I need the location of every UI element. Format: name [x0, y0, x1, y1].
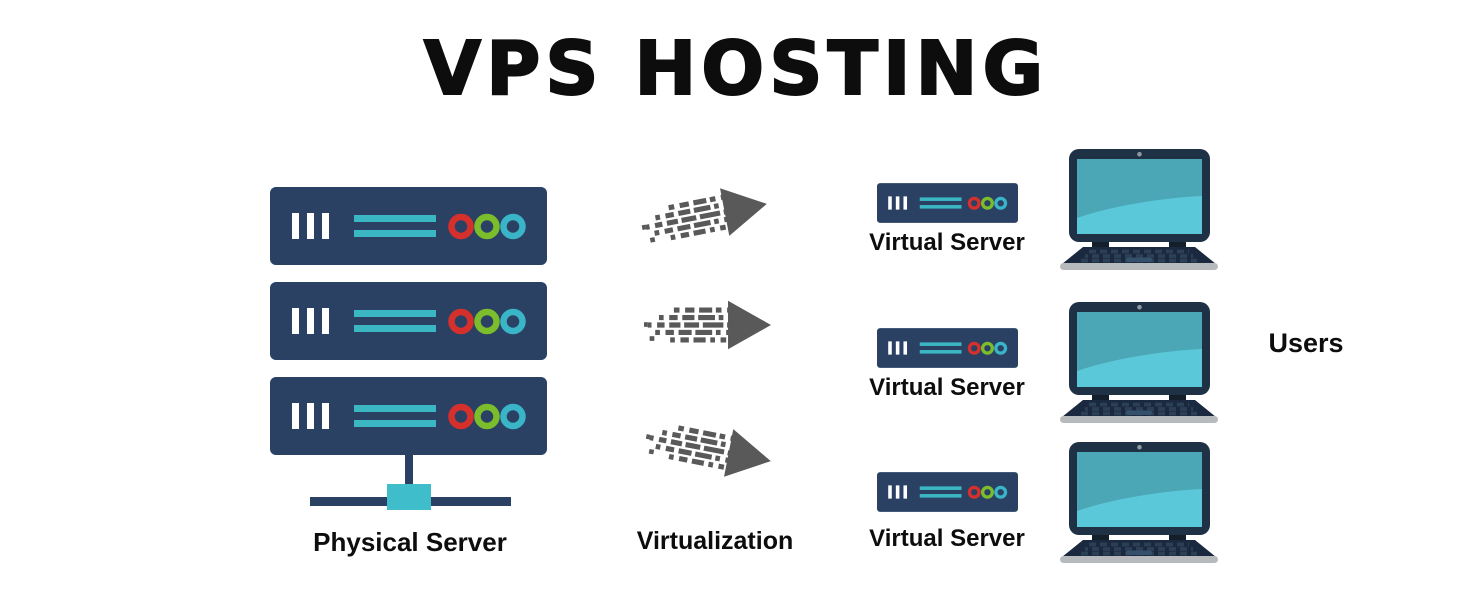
page-title: VPS HOSTING — [423, 25, 1049, 113]
network-stem — [405, 451, 413, 491]
network-connector-icon — [387, 484, 431, 510]
laptop-icon — [1058, 149, 1220, 270]
virtual-server-icon — [877, 472, 1018, 512]
virtual-server-label: Virtual Server — [869, 525, 1025, 552]
virtualization-arrow-icon — [640, 297, 775, 353]
virtual-server-label: Virtual Server — [869, 229, 1025, 256]
virtual-server-label: Virtual Server — [869, 374, 1025, 401]
virtualization-arrow-icon — [633, 176, 776, 257]
virtual-server-icon — [877, 328, 1018, 368]
virtualization-label: Virtualization — [636, 527, 794, 555]
server-unit-icon — [270, 377, 547, 455]
users-label: Users — [1268, 328, 1344, 358]
laptop-icon — [1058, 302, 1220, 423]
physical-server-stack — [270, 187, 547, 455]
server-unit-icon — [270, 282, 547, 360]
laptop-icon — [1058, 442, 1220, 563]
virtualization-arrow-icon — [637, 409, 780, 490]
virtual-server-icon — [877, 183, 1018, 223]
physical-server-label: Physical Server — [313, 527, 507, 557]
server-unit-icon — [270, 187, 547, 265]
